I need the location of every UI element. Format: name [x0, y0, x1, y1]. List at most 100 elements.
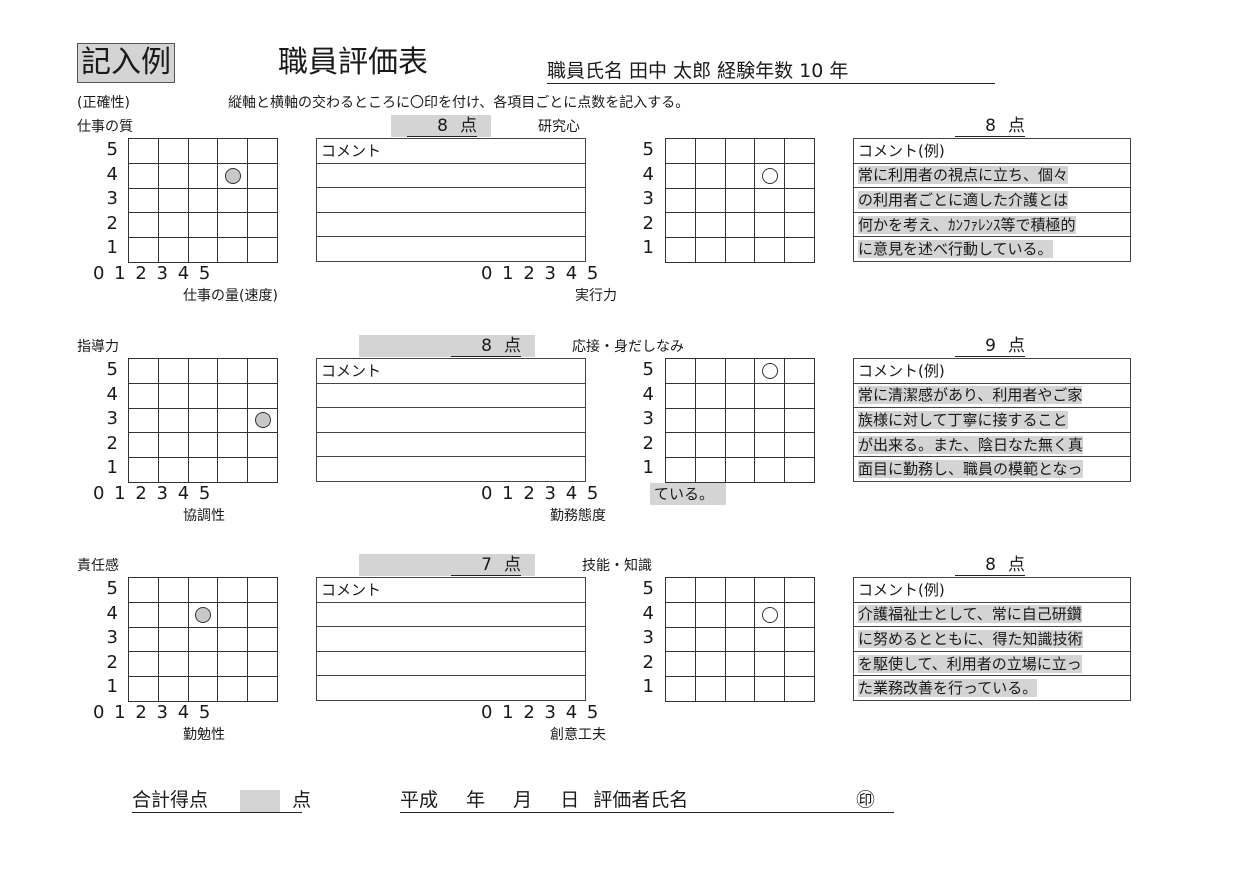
- left-rating-grid[interactable]: [128, 577, 278, 702]
- comment-line[interactable]: が出来る。また、陰日なた無く真: [853, 431, 1131, 458]
- grid-cell[interactable]: [187, 162, 219, 189]
- grid-cell[interactable]: [724, 187, 756, 214]
- grid-cell[interactable]: [157, 187, 189, 214]
- comment-line[interactable]: [316, 456, 586, 482]
- comment-line[interactable]: に努めるとともに、得た知識技術: [853, 626, 1131, 652]
- comment-line[interactable]: [316, 211, 586, 238]
- grid-cell[interactable]: [157, 237, 189, 263]
- grid-cell[interactable]: [784, 162, 815, 189]
- grid-cell[interactable]: [128, 577, 159, 603]
- comment-line[interactable]: 常に清潔感があり、利用者やご家: [853, 382, 1131, 409]
- comment-line[interactable]: [316, 626, 586, 652]
- right-score-value[interactable]: 8: [955, 116, 996, 137]
- total-score-field[interactable]: 合計得点 点: [132, 788, 311, 813]
- grid-cell[interactable]: [157, 601, 189, 628]
- grid-cell[interactable]: [157, 432, 189, 459]
- grid-cell[interactable]: [724, 457, 756, 483]
- left-rating-grid[interactable]: [128, 358, 278, 483]
- grid-cell[interactable]: [128, 601, 159, 628]
- grid-cell[interactable]: [187, 577, 219, 603]
- grid-cell[interactable]: [187, 601, 219, 628]
- grid-cell[interactable]: [247, 162, 278, 189]
- grid-cell[interactable]: [187, 212, 219, 239]
- grid-cell[interactable]: [694, 432, 726, 459]
- grid-cell[interactable]: [784, 237, 815, 263]
- grid-cell[interactable]: [754, 577, 786, 603]
- grid-cell[interactable]: [754, 358, 786, 384]
- grid-cell[interactable]: [157, 212, 189, 239]
- right-score-value[interactable]: 9: [955, 336, 996, 357]
- grid-cell[interactable]: [187, 358, 219, 384]
- grid-cell[interactable]: [187, 138, 219, 164]
- grid-cell[interactable]: [187, 382, 219, 409]
- grid-cell[interactable]: [665, 138, 696, 164]
- grid-cell[interactable]: [247, 676, 278, 702]
- grid-cell[interactable]: [157, 457, 189, 483]
- grid-cell[interactable]: [247, 407, 278, 434]
- grid-cell[interactable]: [247, 457, 278, 483]
- comment-line[interactable]: [316, 236, 586, 262]
- grid-cell[interactable]: [694, 651, 726, 678]
- grid-cell[interactable]: [247, 187, 278, 214]
- grid-cell[interactable]: [754, 138, 786, 164]
- grid-cell[interactable]: [128, 626, 159, 653]
- grid-cell[interactable]: [247, 237, 278, 263]
- grid-cell[interactable]: [724, 407, 756, 434]
- grid-cell[interactable]: [724, 212, 756, 239]
- grid-cell[interactable]: [217, 407, 249, 434]
- grid-cell[interactable]: [217, 626, 249, 653]
- comment-line[interactable]: に意見を述べ行動している。: [853, 236, 1131, 262]
- grid-cell[interactable]: [187, 651, 219, 678]
- grid-cell[interactable]: [157, 382, 189, 409]
- grid-cell[interactable]: [754, 651, 786, 678]
- evaluator-line[interactable]: 平成 年 月 日 評価者氏名 ㊞: [400, 788, 894, 813]
- grid-cell[interactable]: [784, 577, 815, 603]
- grid-cell[interactable]: [665, 577, 696, 603]
- grid-cell[interactable]: [665, 407, 696, 434]
- grid-cell[interactable]: [665, 457, 696, 483]
- grid-cell[interactable]: [784, 626, 815, 653]
- example-comment-box[interactable]: コメント(例)常に清潔感があり、利用者やご家族様に対して丁寧に接することが出来る…: [853, 358, 1131, 482]
- grid-cell[interactable]: [724, 358, 756, 384]
- grid-cell[interactable]: [217, 212, 249, 239]
- grid-cell[interactable]: [247, 382, 278, 409]
- grid-cell[interactable]: [754, 212, 786, 239]
- grid-cell[interactable]: [157, 162, 189, 189]
- comment-line[interactable]: [316, 407, 586, 433]
- comment-line[interactable]: 面目に勤務し、職員の模範となっ: [853, 456, 1131, 482]
- grid-cell[interactable]: [217, 676, 249, 702]
- grid-cell[interactable]: [784, 601, 815, 628]
- grid-cell[interactable]: [128, 457, 159, 483]
- grid-cell[interactable]: [187, 432, 219, 459]
- grid-cell[interactable]: [187, 187, 219, 214]
- grid-cell[interactable]: [694, 162, 726, 189]
- grid-cell[interactable]: [724, 651, 756, 678]
- left-score-value[interactable]: 8: [407, 116, 448, 137]
- grid-cell[interactable]: [784, 432, 815, 459]
- grid-cell[interactable]: [694, 187, 726, 214]
- grid-cell[interactable]: [187, 457, 219, 483]
- grid-cell[interactable]: [665, 212, 696, 239]
- comment-line[interactable]: [316, 162, 586, 189]
- grid-cell[interactable]: [784, 212, 815, 239]
- right-rating-grid[interactable]: [665, 577, 815, 702]
- grid-cell[interactable]: [217, 237, 249, 263]
- comment-line[interactable]: を駆使して、利用者の立場に立っ: [853, 650, 1131, 677]
- grid-cell[interactable]: [187, 407, 219, 434]
- left-rating-grid[interactable]: [128, 138, 278, 263]
- comment-box[interactable]: コメント: [316, 138, 586, 262]
- grid-cell[interactable]: [247, 138, 278, 164]
- grid-cell[interactable]: [665, 358, 696, 384]
- grid-cell[interactable]: [217, 382, 249, 409]
- grid-cell[interactable]: [157, 676, 189, 702]
- grid-cell[interactable]: [247, 577, 278, 603]
- grid-cell[interactable]: [157, 626, 189, 653]
- comment-line[interactable]: 何かを考え、ｶﾝﾌｧﾚﾝｽ等で積極的: [853, 211, 1131, 238]
- grid-cell[interactable]: [694, 237, 726, 263]
- grid-cell[interactable]: [694, 601, 726, 628]
- grid-cell[interactable]: [217, 138, 249, 164]
- grid-cell[interactable]: [784, 382, 815, 409]
- comment-box[interactable]: コメント: [316, 358, 586, 482]
